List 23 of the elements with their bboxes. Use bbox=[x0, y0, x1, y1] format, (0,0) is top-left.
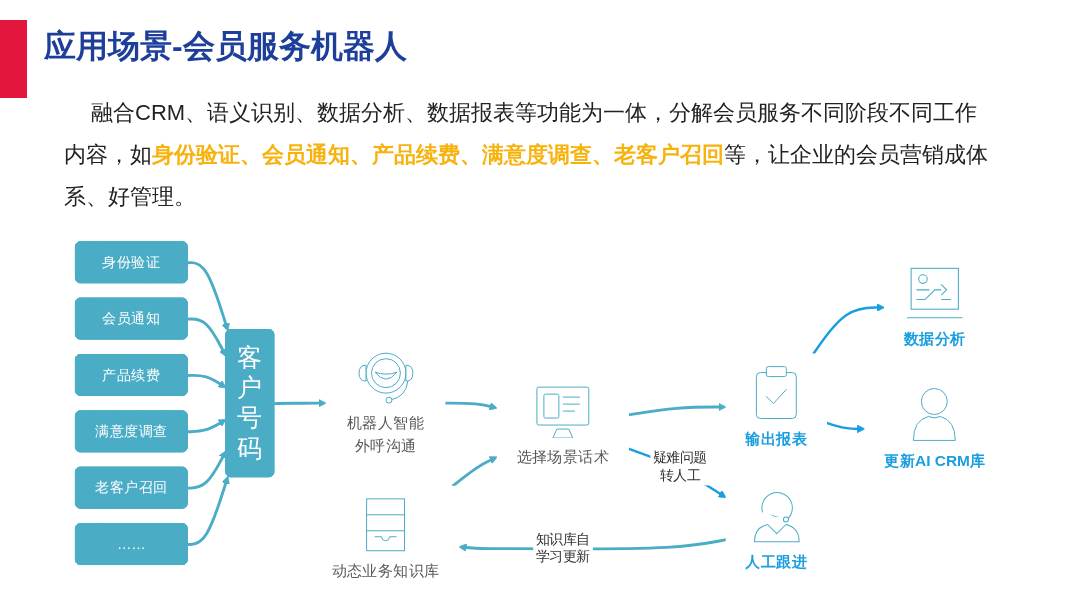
arrow bbox=[451, 456, 498, 488]
node-text: 动态业务知识库 bbox=[331, 562, 440, 579]
arrow bbox=[812, 303, 886, 355]
arrow bbox=[187, 418, 227, 434]
arrow bbox=[187, 373, 227, 389]
node-text: 人工跟进 bbox=[745, 553, 808, 570]
node-text: 选择场景话术 bbox=[516, 448, 610, 466]
edge-label: 知识库自学习更新 bbox=[535, 531, 590, 564]
arrow bbox=[826, 421, 866, 434]
node-text: 数据分析 bbox=[903, 330, 966, 348]
node-text: 输出报表 bbox=[745, 430, 808, 447]
arrow bbox=[444, 401, 498, 411]
arrow bbox=[187, 450, 227, 490]
slide-title: 应用场景-会员服务机器人 bbox=[44, 27, 407, 66]
node-text: 机器人智能外呼沟通 bbox=[347, 414, 425, 455]
arrow bbox=[187, 261, 230, 332]
edge-label: 疑难问题转人工 bbox=[653, 449, 707, 483]
arrow bbox=[187, 317, 227, 358]
arrow bbox=[274, 398, 327, 408]
arrow bbox=[187, 475, 230, 546]
arrow bbox=[628, 402, 727, 417]
intro-paragraph: 融合CRM、语义识别、数据分析、数据报表等功能为一体，分解会员服务不同阶段不同工作内容，如身份验证、会员通知、产品续费、满意度调查、老客户召回等，让企业的会员营销成体系、好管理。 bbox=[64, 99, 989, 211]
node-text: 更新AI CRM库 bbox=[884, 452, 986, 469]
